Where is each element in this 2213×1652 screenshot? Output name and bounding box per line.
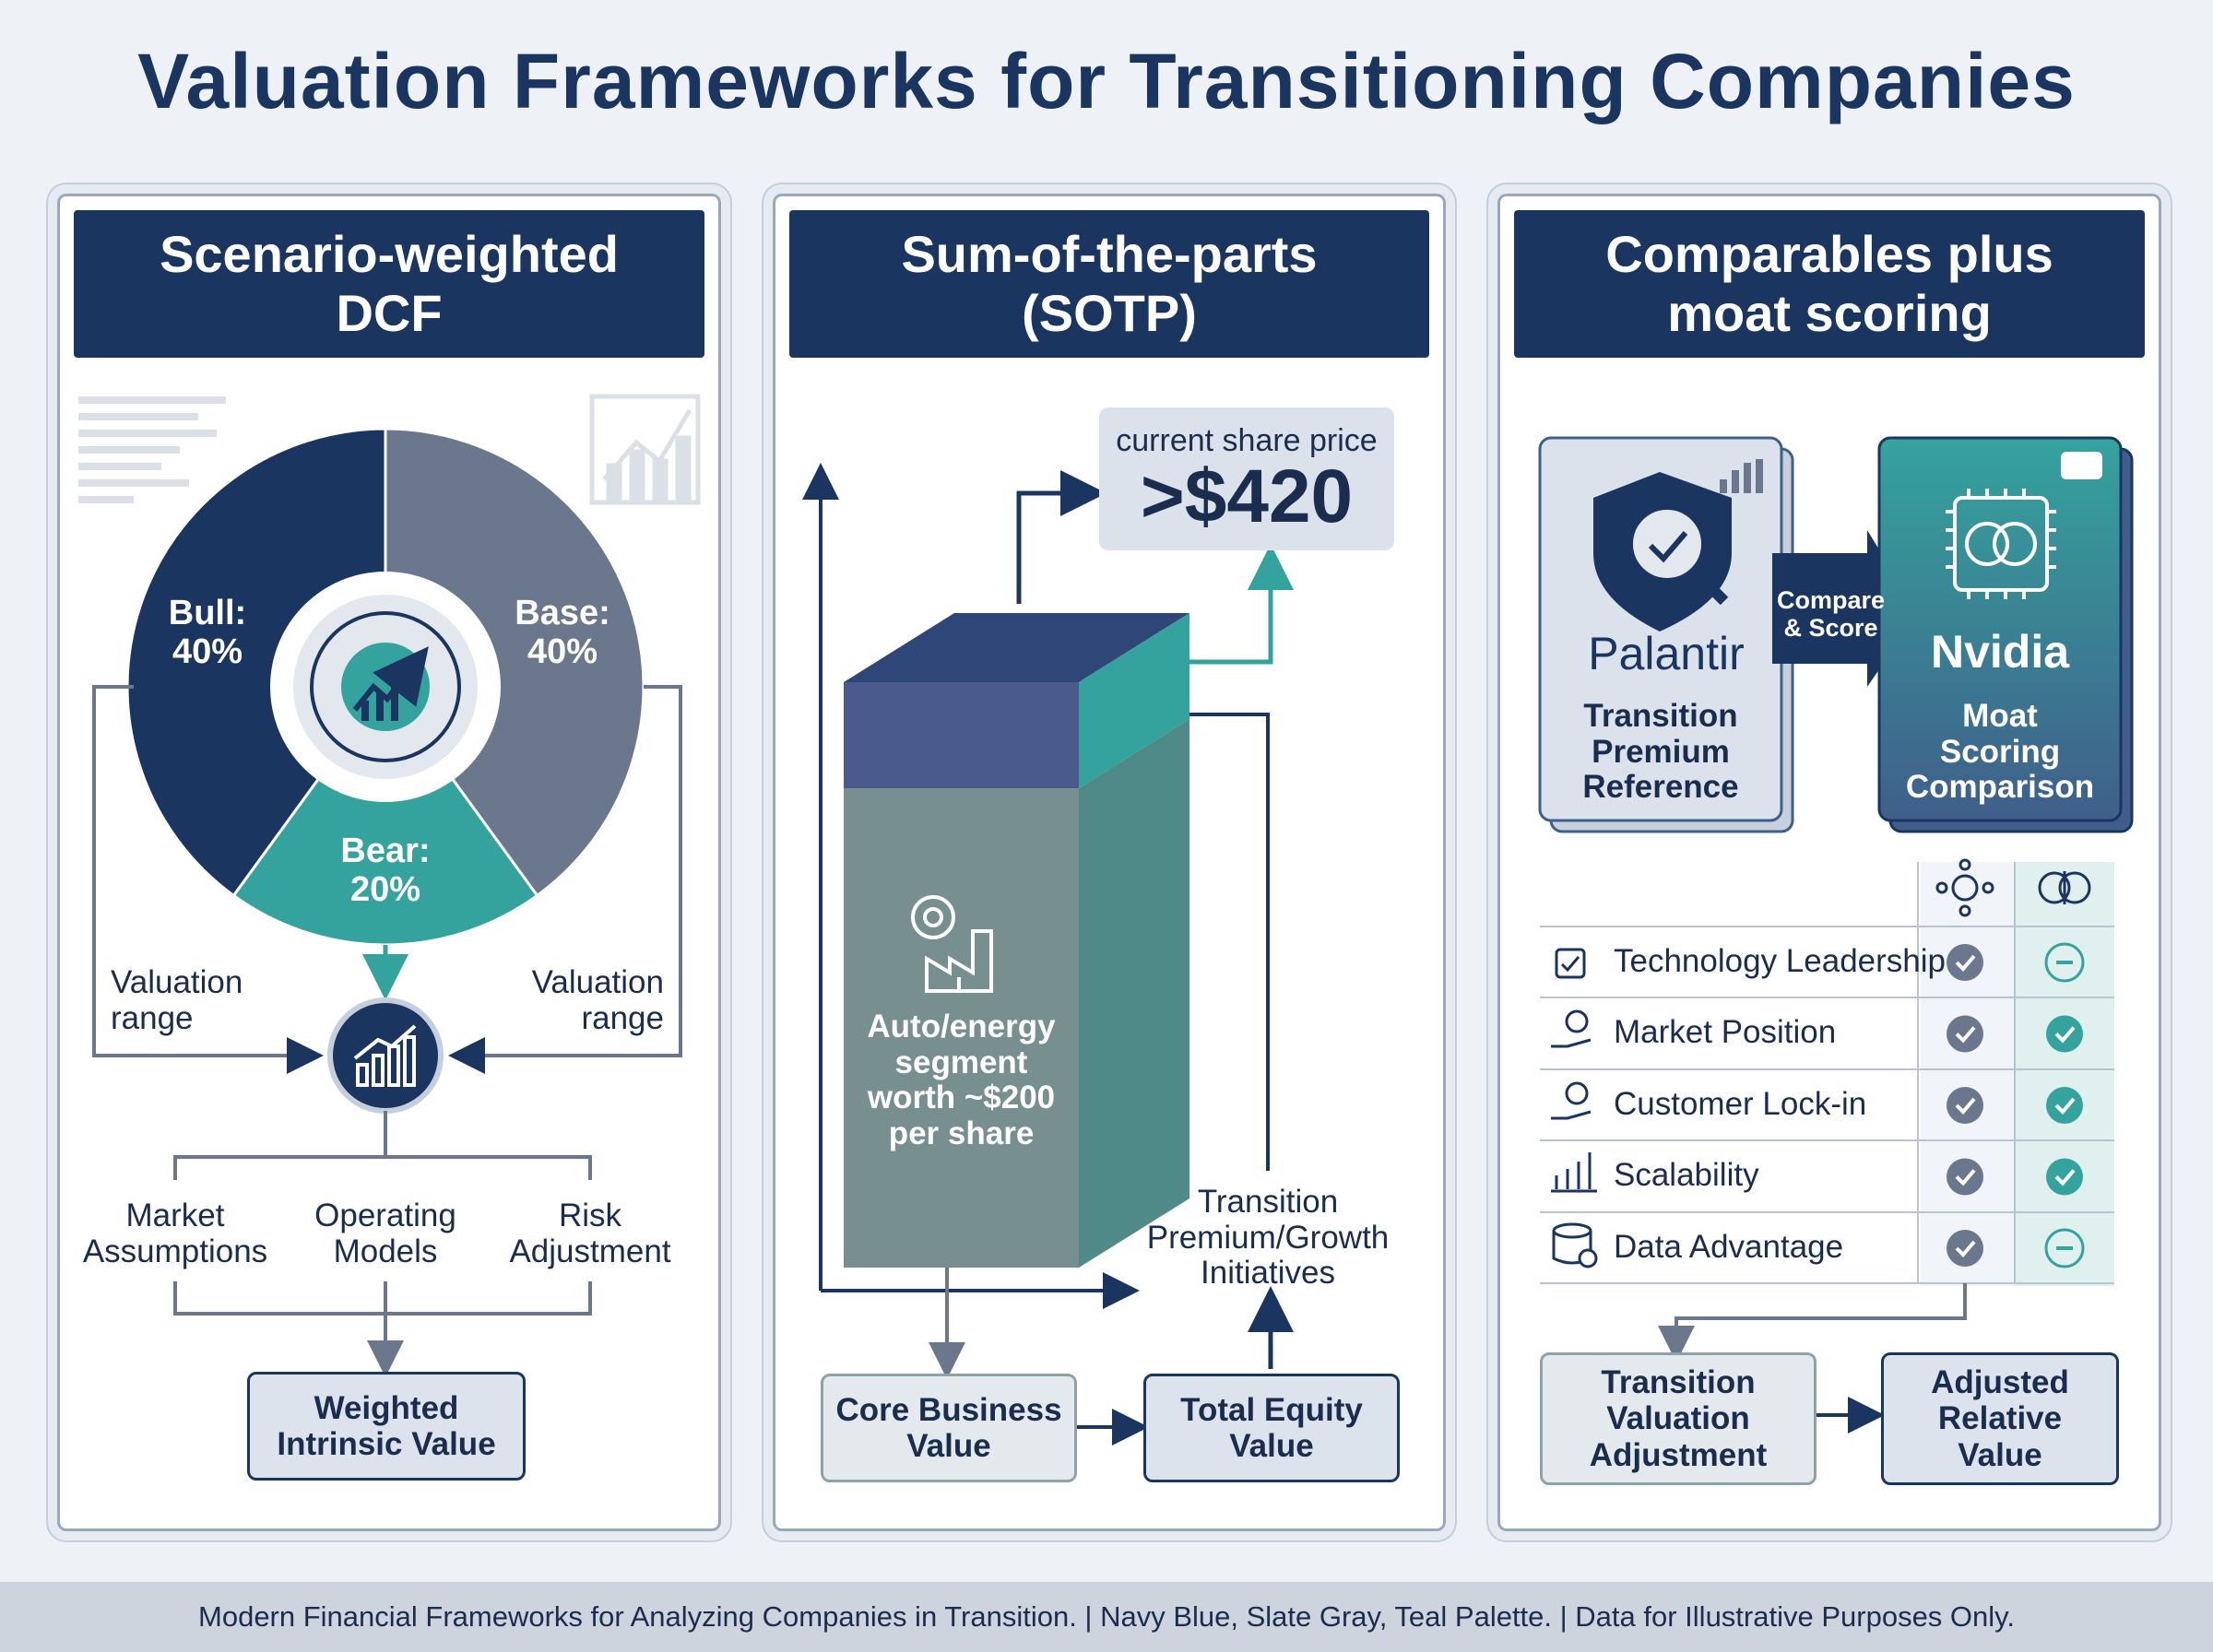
sotp-3d-bar xyxy=(844,613,1189,1268)
nvidia-name: Nvidia xyxy=(1930,626,2070,678)
auto-energy-segment-label: Auto/energy segment worth ~$200 per shar… xyxy=(867,1009,1056,1151)
footer: Modern Financial Frameworks for Analyzin… xyxy=(0,1582,2213,1652)
scenario-pie-chart xyxy=(125,427,645,947)
dcf-heading: Scenario-weighted DCF xyxy=(74,210,704,358)
brain-header-icon xyxy=(2038,871,2091,904)
check-mark-icon xyxy=(1947,944,1983,981)
network-icon xyxy=(1935,858,1994,917)
core-business-value-box: Core Business Value xyxy=(821,1374,1077,1482)
brain-chip-icon xyxy=(1946,489,2056,599)
criterion-label: Scalability xyxy=(1614,1157,1759,1193)
share-price-caption: current share price xyxy=(1116,423,1378,459)
partial-mark-icon xyxy=(2044,942,2085,983)
base-slice xyxy=(384,427,645,898)
valuation-range-right: Valuation range xyxy=(531,964,664,1036)
rising-bars-icon xyxy=(353,1024,417,1087)
palantir-caption: Transition Premium Reference xyxy=(1582,698,1739,805)
bear-slice xyxy=(231,684,539,947)
check-mark-icon xyxy=(2046,1087,2083,1124)
adjusted-relative-value-box: Adjusted Relative Value xyxy=(1881,1352,2119,1485)
nvidia-card xyxy=(1877,436,2134,833)
hand-coin-icon xyxy=(1551,1081,1592,1120)
input-market-assumptions: Market Assumptions xyxy=(82,1198,268,1269)
input-risk-adjustment: Risk Adjustment xyxy=(509,1198,671,1269)
check-mark-icon xyxy=(1947,1158,1983,1196)
share-price-box: current share price >$420 xyxy=(1099,407,1394,550)
moat-table xyxy=(1540,862,2114,1286)
factory-gear-icon xyxy=(911,895,993,993)
bear-label: Bear: 20% xyxy=(340,832,431,909)
criterion-label: Data Advantage xyxy=(1614,1229,1844,1265)
bull-label: Bull: 40% xyxy=(168,594,247,671)
database-icon xyxy=(1552,1222,1598,1268)
criterion-label: Market Position xyxy=(1614,1014,1837,1050)
share-price-value: >$420 xyxy=(1140,454,1354,538)
transition-valuation-adjustment-box: Transition Valuation Adjustment xyxy=(1540,1352,1817,1485)
cycle-growth-icon xyxy=(310,611,461,762)
page-title: Valuation Frameworks for Transitioning C… xyxy=(137,38,2076,124)
footer-text: Modern Financial Frameworks for Analyzin… xyxy=(198,1600,2015,1633)
transition-premium-label: Transition Premium/Growth Initiatives xyxy=(1146,1184,1390,1291)
criterion-label: Customer Lock-in xyxy=(1614,1086,1867,1122)
partial-mark-icon xyxy=(2044,1228,2085,1268)
nvidia-caption: Moat Scoring Comparison xyxy=(1905,698,2095,805)
chip-icon xyxy=(1555,948,1586,979)
palantir-name: Palantir xyxy=(1588,628,1745,679)
shield-magnifier-icon xyxy=(1593,472,1732,631)
valuation-node xyxy=(327,997,444,1114)
total-equity-value-box: Total Equity Value xyxy=(1143,1374,1400,1482)
small-bar-icon xyxy=(1720,459,1763,493)
check-mark-icon xyxy=(1947,1230,1983,1267)
check-mark-icon xyxy=(2046,1158,2083,1196)
hand-coin-icon xyxy=(1551,1009,1592,1048)
valuation-range-left: Valuation range xyxy=(111,964,243,1036)
bar-chart-icon xyxy=(1551,1152,1597,1193)
criterion-label: Technology Leadership xyxy=(1614,943,1946,979)
compare-score-label: Compare & Score xyxy=(1776,586,1886,642)
check-mark-icon xyxy=(2046,1015,2083,1053)
bull-slice xyxy=(125,427,387,898)
growth-chart-icon xyxy=(589,394,701,505)
weighted-intrinsic-value-box: Weighted Intrinsic Value xyxy=(247,1372,526,1481)
check-mark-icon xyxy=(1947,1015,1983,1053)
score-marks xyxy=(1947,942,2085,1268)
input-operating-models: Operating Models xyxy=(314,1198,456,1269)
check-mark-icon xyxy=(1947,1087,1983,1124)
decorative-bars-icon xyxy=(78,396,226,503)
nvidia-eye-icon xyxy=(2061,452,2102,479)
base-label: Base: 40% xyxy=(515,594,610,671)
